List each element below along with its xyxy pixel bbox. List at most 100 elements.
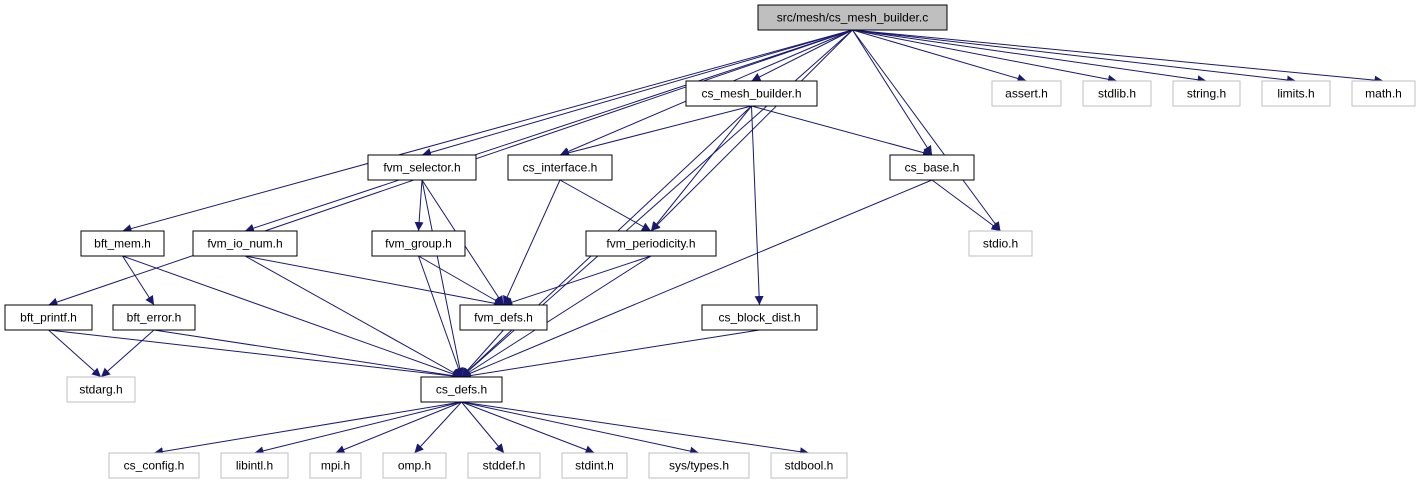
node-label: cs_mesh_builder.h [701, 87, 801, 101]
edge-fvm_periodicity-to-cs_defs [461, 255, 652, 378]
node-label: omp.h [398, 459, 431, 473]
node-label: stdint.h [575, 459, 614, 473]
node-label: stddef.h [483, 459, 526, 473]
node-cs-interface[interactable]: cs_interface.h [507, 154, 613, 181]
node-label: assert.h [1005, 87, 1048, 101]
edge-root-to-stdio [852, 29, 1001, 232]
node-math: math.h [1351, 80, 1416, 107]
edge-root-to-stdlib [852, 29, 1118, 84]
edge-bft_mem-to-bft_error [122, 255, 155, 306]
node-label: sys/types.h [669, 459, 729, 473]
node-fvm-defs[interactable]: fvm_defs.h [459, 304, 548, 331]
node-fvm-group[interactable]: fvm_group.h [371, 230, 466, 257]
edge-cs_block_dist-to-cs_defs [461, 329, 760, 381]
node-mpi: mpi.h [309, 452, 362, 479]
edge-fvm_group-to-fvm_defs [418, 255, 504, 306]
edge-bft_printf-to-cs_defs [48, 329, 462, 381]
edge-cs_interface-to-fvm_defs [503, 179, 561, 306]
node-box [770, 452, 848, 479]
edge-cs_defs-to-stddef [461, 401, 505, 454]
edge-bft_mem-to-cs_defs [122, 255, 462, 379]
node-label: stdarg.h [79, 383, 122, 397]
node-box [507, 154, 613, 181]
edge-bft_error-to-cs_defs [153, 329, 462, 381]
node-label: cs_defs.h [436, 383, 487, 397]
edge-builder_h-to-cs_interface [559, 105, 752, 158]
node-label: bft_printf.h [20, 311, 77, 325]
node-box [112, 304, 196, 331]
node-label: bft_error.h [127, 311, 182, 325]
edge-root-to-bft_mem [122, 29, 853, 233]
node-bft-mem[interactable]: bft_mem.h [80, 230, 165, 257]
edge-cs_base-to-cs_defs [461, 179, 933, 378]
edge-cs_defs-to-mpi [335, 401, 462, 454]
node-box [367, 154, 477, 181]
node-label: fvm_selector.h [383, 161, 460, 175]
edge-root-to-assert [852, 29, 1027, 83]
node-box [757, 4, 948, 31]
edge-cs_base-to-stdio [931, 179, 1001, 232]
edge-builder_h-to-fvm_periodicity [650, 105, 752, 232]
node-label: fvm_group.h [385, 237, 452, 251]
node-box [467, 452, 541, 479]
node-cs-config: cs_config.h [108, 452, 200, 479]
node-label: stdbool.h [785, 459, 834, 473]
node-stddef: stddef.h [467, 452, 541, 479]
node-bft-printf[interactable]: bft_printf.h [4, 304, 93, 331]
node-box [4, 304, 93, 331]
node-label: mpi.h [321, 459, 350, 473]
node-label: src/mesh/cs_mesh_builder.c [777, 11, 928, 25]
node-limits: limits.h [1261, 80, 1331, 107]
node-builder-h[interactable]: cs_mesh_builder.h [685, 80, 818, 107]
edge-cs_defs-to-cs_config [153, 401, 462, 456]
edge-root-to-math [852, 29, 1384, 85]
node-fvm-periodicity[interactable]: fvm_periodicity.h [585, 230, 717, 257]
node-box [1351, 80, 1416, 107]
node-stdlib: stdlib.h [1082, 80, 1152, 107]
node-box [309, 452, 362, 479]
node-stdarg: stdarg.h [66, 376, 136, 403]
node-label: math.h [1365, 87, 1402, 101]
edge-root-to-builder_h [751, 29, 853, 82]
edge-fvm_defs-to-cs_defs [461, 329, 504, 378]
node-box [66, 376, 136, 403]
node-label: fvm_periodicity.h [606, 237, 695, 251]
node-systypes: sys/types.h [648, 452, 750, 479]
edge-builder_h-to-cs_base [751, 105, 933, 157]
node-fvm-io-num[interactable]: fvm_io_num.h [192, 230, 298, 257]
edge-cs_defs-to-libintl [254, 401, 462, 456]
edge-fvm_periodicity-to-fvm_defs [503, 255, 652, 307]
node-label: cs_block_dist.h [718, 311, 800, 325]
edge-root-to-fvm_io_num [244, 29, 853, 233]
node-cs-block-dist[interactable]: cs_block_dist.h [701, 304, 818, 331]
node-box [80, 230, 165, 257]
node-box [382, 452, 447, 479]
node-box [420, 376, 503, 403]
node-fvm-selector[interactable]: fvm_selector.h [367, 154, 477, 181]
node-box [561, 452, 628, 479]
node-box [371, 230, 466, 257]
node-box [968, 230, 1033, 257]
node-box [701, 304, 818, 331]
node-cs-defs[interactable]: cs_defs.h [420, 376, 503, 403]
node-label: cs_config.h [124, 459, 185, 473]
node-bft-error[interactable]: bft_error.h [112, 304, 196, 331]
edge-fvm_io_num-to-cs_defs [244, 255, 462, 378]
edge-cs_defs-to-omp [414, 401, 462, 454]
node-libintl: libintl.h [220, 452, 289, 479]
node-stdint: stdint.h [561, 452, 628, 479]
edge-cs_defs-to-stdbool [461, 401, 810, 457]
node-box [1082, 80, 1152, 107]
edge-fvm_io_num-to-fvm_defs [244, 255, 504, 308]
node-label: stdlib.h [1098, 87, 1136, 101]
node-label: fvm_io_num.h [207, 237, 282, 251]
node-cs-base[interactable]: cs_base.h [889, 154, 975, 181]
node-root[interactable]: src/mesh/cs_mesh_builder.c [757, 4, 948, 31]
edge-fvm_selector-to-fvm_group [414, 179, 424, 232]
nodes: src/mesh/cs_mesh_builder.c cs_mesh_builde… [4, 4, 1416, 479]
node-string: string.h [1172, 80, 1241, 107]
node-box [192, 230, 298, 257]
node-box [220, 452, 289, 479]
node-assert: assert.h [991, 80, 1062, 107]
